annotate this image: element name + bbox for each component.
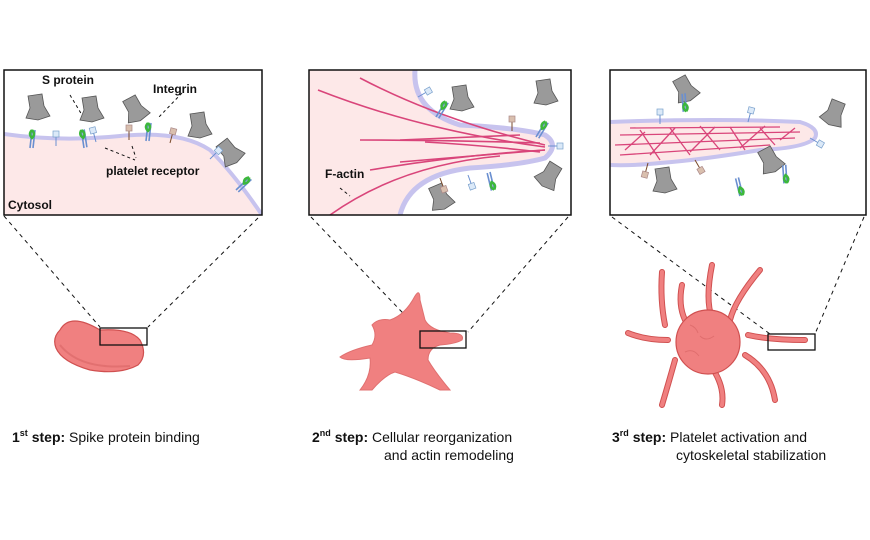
f-actin-filaments: [317, 77, 546, 215]
step-ordinal-suffix: nd: [319, 428, 331, 438]
zoom-box: [99, 327, 148, 346]
step-description: Spike protein binding: [69, 429, 200, 445]
cell-membrane: [397, 70, 555, 215]
zoom-line: [467, 216, 569, 333]
cell-membrane: [4, 132, 262, 215]
step-number: 2: [312, 429, 320, 445]
label-f-actin: F-actin: [325, 167, 364, 181]
step-description: Platelet activation and: [670, 429, 808, 445]
step-description-cont: and actin remodeling: [384, 447, 514, 463]
step-ordinal-suffix: rd: [619, 428, 629, 438]
cell-membrane: [610, 118, 818, 168]
step-ordinal-suffix: st: [19, 428, 28, 438]
spreading-platelet: [339, 292, 467, 391]
step-number: 3: [612, 429, 620, 445]
step-word: step:: [632, 429, 667, 445]
label-s-protein: S protein: [42, 73, 94, 87]
zoom-line: [814, 216, 865, 335]
step-word: step:: [31, 429, 66, 445]
activated-platelet: [625, 262, 816, 408]
zoom-line: [3, 215, 101, 328]
step2-caption: 2nd step: Cellular reorganization and ac…: [312, 428, 514, 464]
step-number: 1: [12, 429, 20, 445]
label-platelet-receptor: platelet receptor: [106, 164, 200, 178]
zoom-line: [310, 216, 423, 334]
step-word: step:: [334, 429, 369, 445]
step2-inset: F-actin: [308, 69, 572, 216]
zoom-box: [419, 330, 467, 349]
step1-inset: S protein Integrin platelet receptor Cyt…: [3, 69, 263, 216]
inset-frame: [609, 69, 867, 216]
step1-caption: 1st step: Spike protein binding: [12, 428, 200, 446]
zoom-box: [767, 333, 816, 351]
zoom-line: [147, 217, 259, 328]
step3-caption: 3rd step: Platelet activation and cytosk…: [612, 428, 826, 464]
cytosol-region: [610, 120, 816, 166]
zoom-line: [611, 216, 771, 335]
label-integrin: Integrin: [153, 82, 197, 96]
cytosol-region: [4, 134, 262, 215]
label-cytosol: Cytosol: [8, 198, 52, 212]
inset-frame: [3, 69, 263, 216]
step-description: Cellular reorganization: [372, 429, 513, 445]
f-actin-network: [614, 125, 801, 161]
resting-platelet: [54, 320, 148, 373]
inset-frame: [308, 69, 572, 216]
step-description-cont: cytoskeletal stabilization: [676, 447, 827, 463]
step3-inset: [609, 69, 867, 216]
